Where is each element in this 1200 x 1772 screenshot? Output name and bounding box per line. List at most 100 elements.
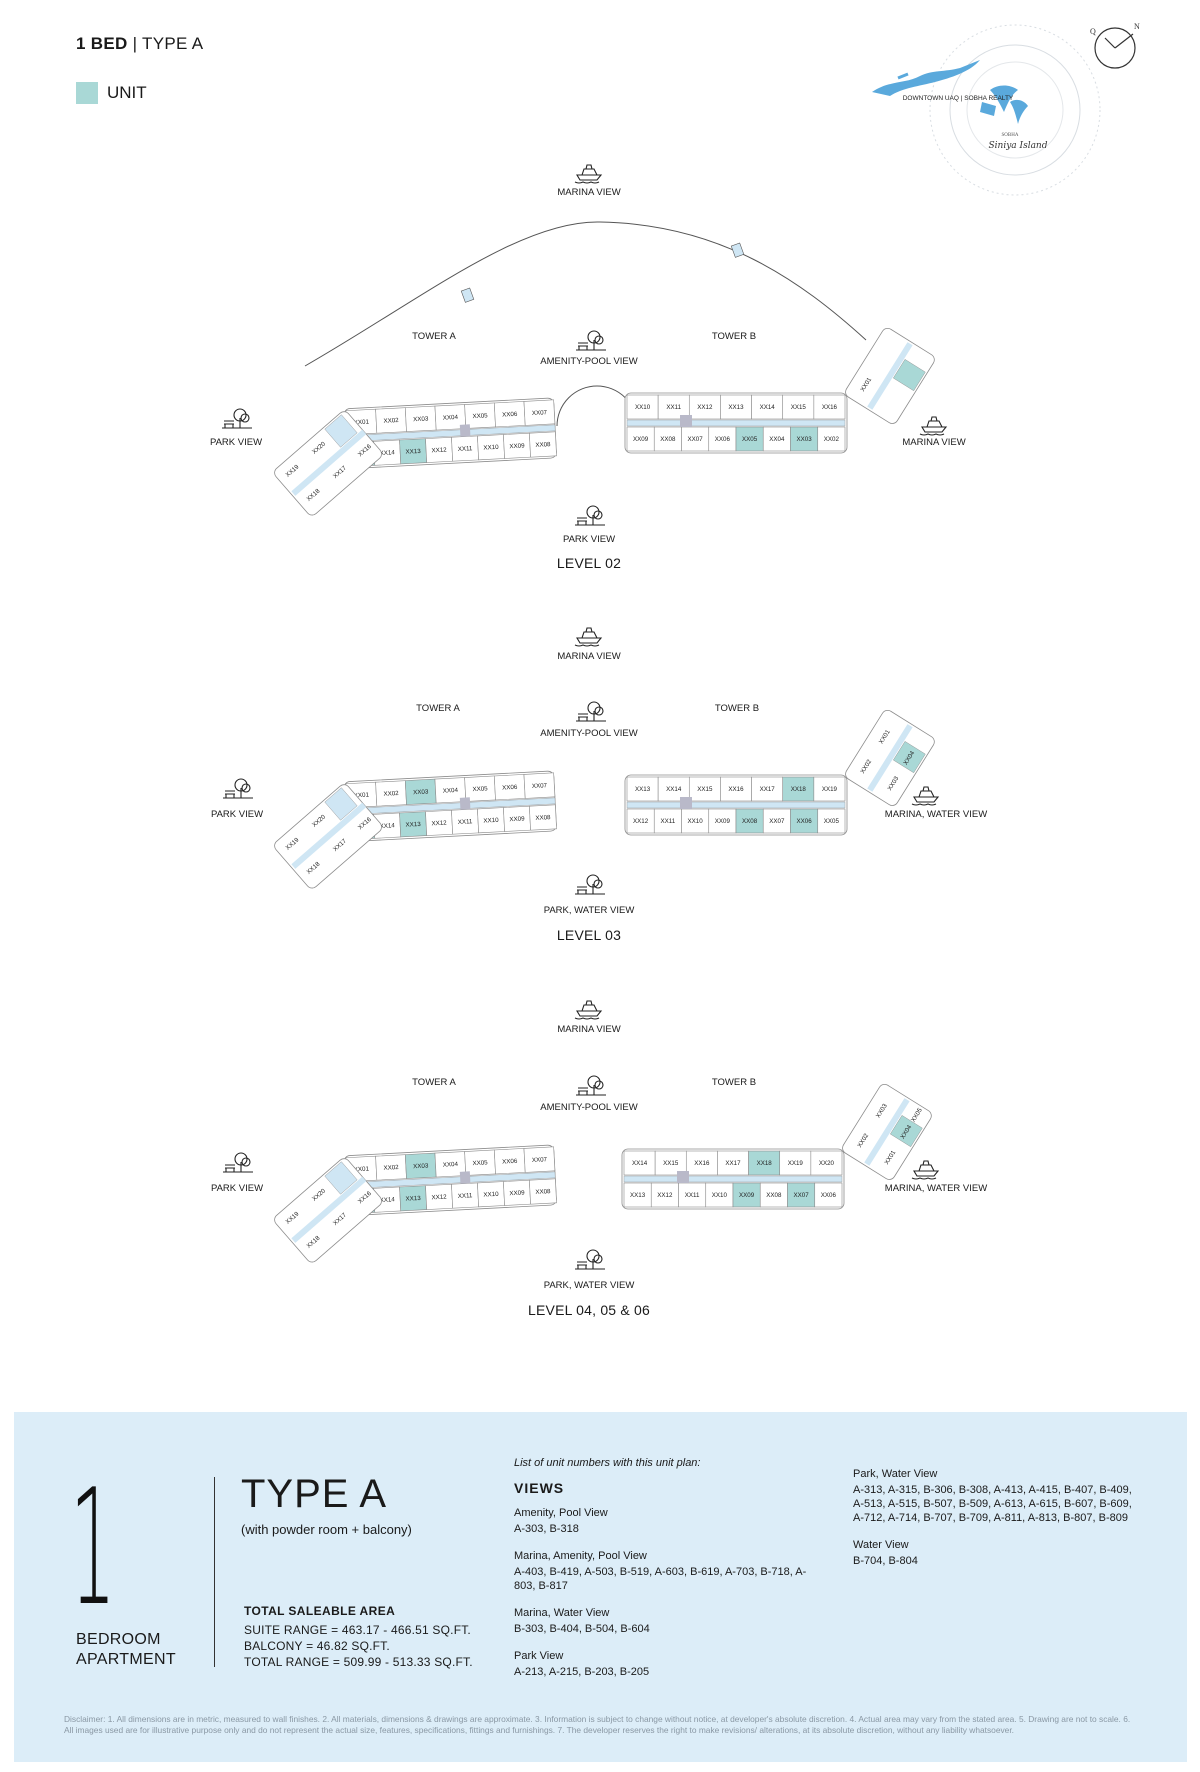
unit-label: XX16 [822,404,838,411]
view-group-units: A-303, B-318 [514,1523,579,1535]
unit-label: XX10 [483,817,499,825]
unit-label: XX08 [535,814,551,822]
unit-label: XX01 [354,419,370,427]
unit-cell [523,772,556,799]
view-group-name: Water View [853,1539,909,1551]
unit-cell [650,1182,679,1208]
unit-label: XX13 [630,1192,646,1199]
disclaimer: Disclaimer: 1. All dimensions are in met… [64,1714,1131,1735]
view-group-name: Marina, Amenity, Pool View [514,1550,647,1562]
view-group-name: Marina, Water View [514,1607,610,1619]
location-map-logo: DOWNTOWN UAQ | SOBHA REALTY SOBHA Siniya… [872,22,1140,196]
bed-count: 1 BED [76,34,128,53]
unit-cell [787,1182,816,1208]
unit-cell [523,1146,556,1173]
wing-corridor [291,802,367,869]
unit-cell [782,394,815,420]
unit-label: XX13 [405,1195,421,1203]
unit-label: XX15 [791,404,807,411]
unit-cell [813,776,846,802]
l02-park-view-bottom-label: PARK VIEW [562,534,616,545]
balcony-area: BALCONY = 46.82 SQ.FT. [244,1639,390,1653]
unit-cell [626,394,659,420]
unit-cell [626,808,655,834]
corridor [626,419,846,427]
wing-unit [893,741,926,774]
wing-unit [890,1115,923,1148]
unit-label: XX07 [532,1156,548,1164]
unit-label: XX12 [431,820,447,828]
unit-label: XX05 [472,785,488,793]
unit-label: XX13 [728,404,744,411]
unit-cell [681,808,710,834]
unit-label: XX03 [413,415,429,423]
unit-label: XX07 [769,818,785,825]
bedroom-count-number: 1 [70,1454,116,1641]
unit-label: XX07 [532,409,548,417]
area-ranges: SUITE RANGE = 463.17 - 466.51 SQ.FT. BAL… [244,1622,473,1670]
unit-cell [735,426,764,452]
wing-unit [893,359,926,392]
wing-corridor [867,724,913,792]
view-group-units: B-704, B-804 [853,1555,918,1567]
view-group-units: A-403, B-419, A-503, B-519, A-603, B-619… [514,1566,807,1592]
tower-a-plan: XX01XX02XX03XX04XX05XX06XX07XX15XX14XX13… [274,1144,557,1263]
unit-label: XX09 [715,818,731,825]
views-title: VIEWS [514,1480,565,1496]
unit-cell [748,1150,781,1176]
developer-text: DOWNTOWN UAQ | SOBHA REALTY [903,95,1014,102]
unit-label: XX04 [443,1161,459,1169]
brand-small: SOBHA [1002,133,1019,138]
l04-tower-b-label: TOWER B [711,1077,757,1088]
unit-label: XX11 [685,1192,700,1199]
l03-amenity-view-label: AMENITY-POOL VIEW [540,728,638,739]
unit-label: XX11 [458,818,474,826]
level-03-title: LEVEL 03 [556,927,622,943]
l03-tower-a-label: TOWER A [416,703,460,714]
unit-cell [529,1178,557,1205]
unit-cell [720,394,752,420]
unit-label: XX19 [788,1160,804,1167]
view-group-units: A-213, A-215, B-203, B-205 [514,1666,650,1678]
unit-label: XX11 [458,1192,474,1200]
unit-label: XX06 [821,1192,837,1199]
unit-cell [817,808,846,834]
island-icon [980,85,1028,124]
unit-cell [751,394,784,420]
l02-tower-b-label: TOWER B [711,331,757,342]
unit-label: XX12 [633,818,649,825]
unit-cell [688,394,721,420]
unit-label: XX06 [797,818,813,825]
unit-label: XX09 [633,436,649,443]
unit-label: XX20 [819,1160,835,1167]
unit-cell [790,426,819,452]
unit-cell [653,426,682,452]
unit-cell [813,394,846,420]
unit-label: XX06 [502,784,518,792]
type-title: TYPE A [241,1472,388,1516]
total-saleable-area-title: TOTAL SALEABLE AREA [244,1604,396,1618]
unit-label: XX12 [697,404,713,411]
unit-label: XX04 [443,414,459,422]
unit-cell [762,426,791,452]
unit-cell [653,808,682,834]
plan-title: 1 BED | TYPE A [76,34,204,53]
unit-label: XX18 [757,1160,773,1167]
l02-park-view-left-label: PARK VIEW [209,437,263,448]
unit-cell [523,399,556,426]
unit-label: XX08 [742,818,758,825]
unit-label: XX06 [502,1158,518,1166]
unit-label: XX10 [483,444,499,452]
unit-label: XX14 [379,1196,395,1204]
unit-label: XX13 [405,448,421,456]
unit-label: XX10 [635,404,651,411]
wing-corridor [291,429,367,496]
unit-label: XX05 [824,818,840,825]
